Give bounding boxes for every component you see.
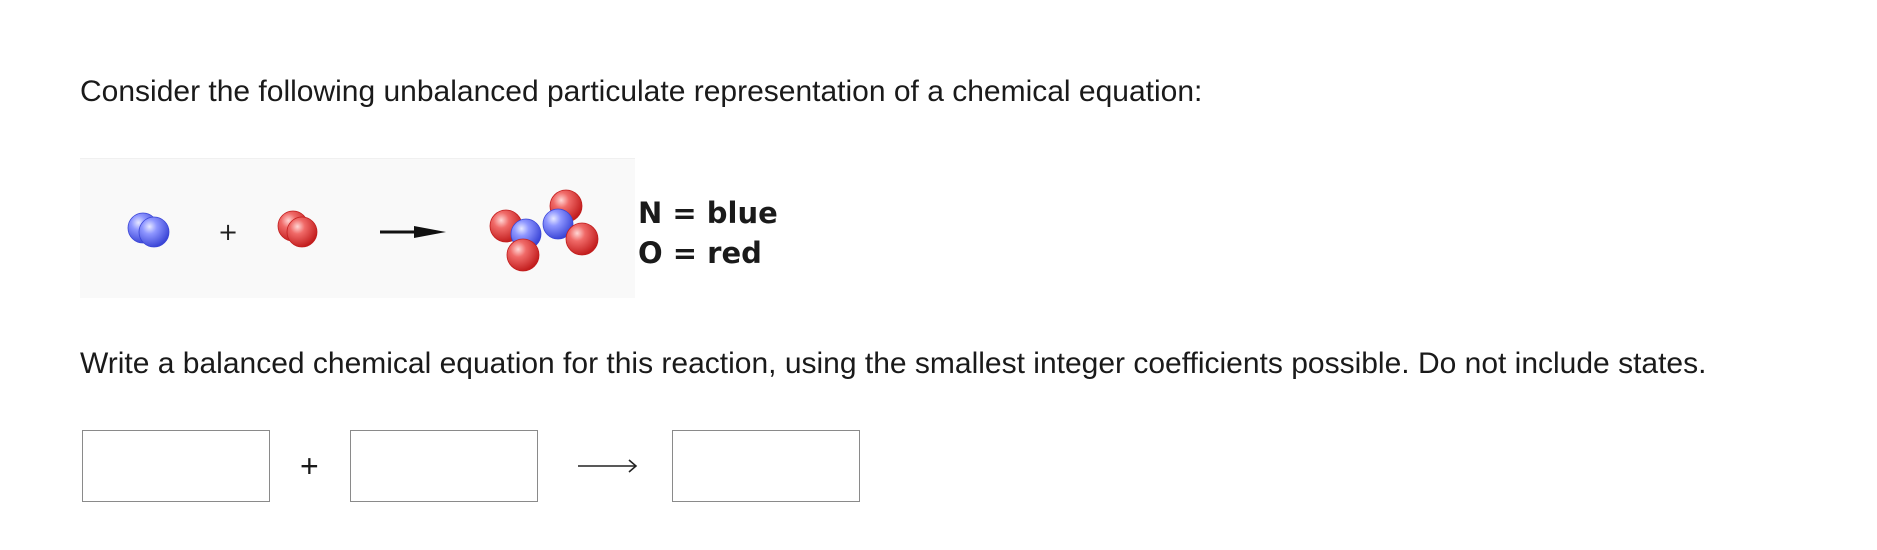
n2o4-molecule [489, 189, 599, 272]
long-right-arrow-icon [576, 450, 640, 487]
product-input[interactable] [672, 430, 860, 502]
reactant-2-input[interactable] [350, 430, 538, 502]
reactant-plus-sign: + [218, 218, 238, 246]
answer-plus-sign: + [300, 448, 319, 484]
nitrogen-atom [542, 208, 574, 240]
atom-color-legend: N = blue O = red [638, 193, 778, 273]
equation-answer-row: + [82, 430, 882, 505]
legend-nitrogen: N = blue [638, 196, 778, 230]
question-prompt: Consider the following unbalanced partic… [80, 75, 1203, 108]
oxygen-atom [286, 216, 318, 248]
nitrogen-atom [138, 216, 170, 248]
question-instruction: Write a balanced chemical equation for t… [80, 347, 1707, 380]
oxygen-atom [506, 238, 540, 272]
particulate-reaction-svg: + [127, 189, 599, 272]
n2-molecule [127, 212, 170, 248]
particulate-diagram: + [80, 158, 635, 298]
reaction-arrow-icon [380, 226, 446, 238]
legend-oxygen: O = red [638, 236, 762, 270]
reactant-1-input[interactable] [82, 430, 270, 502]
oxygen-atom [565, 222, 599, 256]
o2-molecule [277, 210, 318, 248]
